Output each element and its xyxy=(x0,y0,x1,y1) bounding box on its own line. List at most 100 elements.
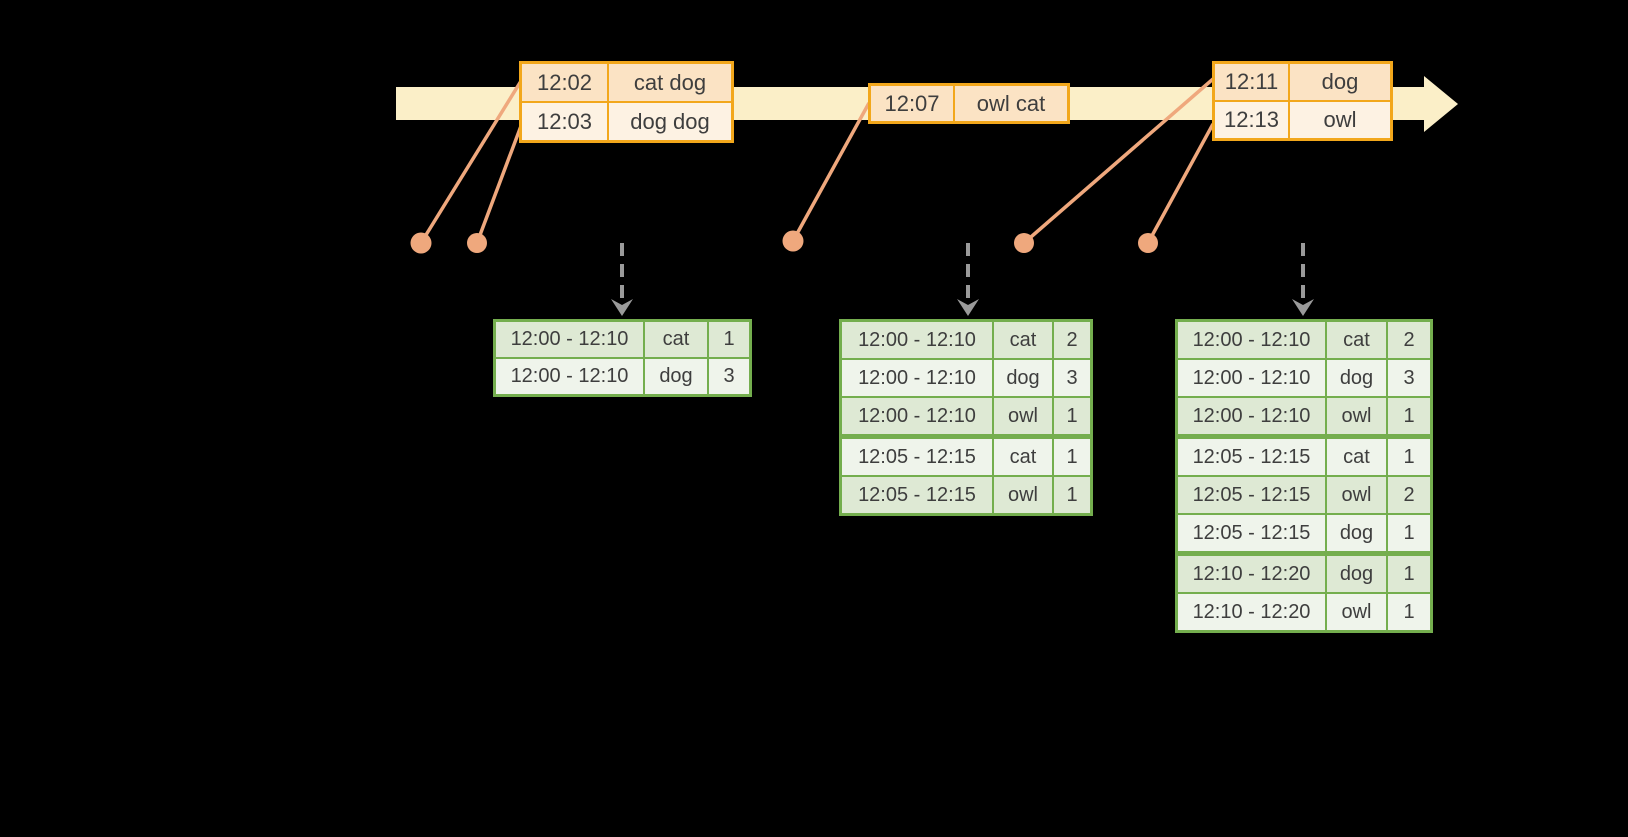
result-count-cell: 1 xyxy=(1054,439,1090,475)
event-words-cell: owl xyxy=(1290,102,1390,138)
result-row: 12:10 - 12:20 owl 1 xyxy=(1178,594,1430,630)
result-word-cell: owl xyxy=(994,477,1052,513)
result-row: 12:10 - 12:20 dog 1 xyxy=(1178,556,1430,592)
result-count-cell: 3 xyxy=(1054,360,1090,396)
event-dot xyxy=(410,232,432,254)
event-words-cell: dog dog xyxy=(609,103,731,140)
result-word-cell: owl xyxy=(994,398,1052,434)
result-count-cell: 1 xyxy=(1388,594,1430,630)
result-row: 12:05 - 12:15 cat 1 xyxy=(1178,439,1430,475)
result-window-cell: 12:00 - 12:10 xyxy=(1178,360,1325,396)
result-word-cell: owl xyxy=(1327,594,1386,630)
event-words-cell: cat dog xyxy=(609,64,731,101)
result-count-cell: 2 xyxy=(1388,322,1430,358)
result-count-cell: 1 xyxy=(709,322,749,357)
trigger-arrow xyxy=(1292,243,1314,316)
result-window-cell: 12:00 - 12:10 xyxy=(496,359,643,394)
result-window-cell: 12:05 - 12:15 xyxy=(842,477,992,513)
event-row: 12:03 dog dog xyxy=(522,103,731,140)
event-row: 12:11 dog xyxy=(1215,64,1390,100)
result-word-cell: cat xyxy=(645,322,707,357)
result-row: 12:00 - 12:10 owl 1 xyxy=(1178,398,1430,434)
result-window-cell: 12:10 - 12:20 xyxy=(1178,556,1325,592)
event-table-12-07: 12:07 owl cat xyxy=(868,83,1070,124)
event-connector-line xyxy=(475,125,523,244)
event-time-cell: 12:03 xyxy=(522,103,607,140)
event-row: 12:13 owl xyxy=(1215,102,1390,138)
trigger-arrow xyxy=(611,243,633,316)
result-count-cell: 1 xyxy=(1388,398,1430,434)
result-row: 12:05 - 12:15 owl 2 xyxy=(1178,477,1430,513)
result-word-cell: dog xyxy=(645,359,707,394)
timeline-arrowhead-icon xyxy=(1424,76,1458,132)
event-dot xyxy=(467,233,487,253)
event-dot xyxy=(1014,233,1034,253)
result-window-cell: 12:00 - 12:10 xyxy=(496,322,643,357)
result-count-cell: 3 xyxy=(709,359,749,394)
result-count-cell: 1 xyxy=(1054,398,1090,434)
event-dot xyxy=(782,230,804,252)
result-count-cell: 1 xyxy=(1388,439,1430,475)
event-connector-line xyxy=(1146,123,1215,244)
event-words-cell: owl cat xyxy=(955,86,1067,121)
result-word-cell: dog xyxy=(994,360,1052,396)
event-connector-line xyxy=(419,80,523,244)
result-window-cell: 12:10 - 12:20 xyxy=(1178,594,1325,630)
event-table-12-02: 12:02 cat dog 12:03 dog dog xyxy=(519,61,734,143)
result-row: 12:05 - 12:15 owl 1 xyxy=(842,477,1090,513)
result-row: 12:00 - 12:10 cat 2 xyxy=(1178,322,1430,358)
event-dots xyxy=(410,230,1158,254)
result-word-cell: cat xyxy=(994,322,1052,358)
event-row: 12:07 owl cat xyxy=(871,86,1067,121)
event-connectors xyxy=(419,77,1215,245)
arrow-down-icon xyxy=(1292,299,1314,316)
arrow-down-icon xyxy=(611,299,633,316)
result-count-cell: 3 xyxy=(1388,360,1430,396)
result-table-2: 12:00 - 12:10 cat 2 12:00 - 12:10 dog 3 … xyxy=(839,319,1093,516)
event-words-cell: dog xyxy=(1290,64,1390,100)
result-word-cell: owl xyxy=(1327,398,1386,434)
result-window-cell: 12:00 - 12:10 xyxy=(842,322,992,358)
result-row: 12:05 - 12:15 dog 1 xyxy=(1178,515,1430,551)
result-row: 12:00 - 12:10 owl 1 xyxy=(842,398,1090,434)
result-word-cell: dog xyxy=(1327,556,1386,592)
event-time-cell: 12:13 xyxy=(1215,102,1288,138)
trigger-arrows xyxy=(611,243,1314,316)
result-window-cell: 12:00 - 12:10 xyxy=(842,360,992,396)
result-row: 12:05 - 12:15 cat 1 xyxy=(842,439,1090,475)
trigger-arrow xyxy=(957,243,979,316)
result-window-cell: 12:05 - 12:15 xyxy=(1178,439,1325,475)
result-word-cell: cat xyxy=(1327,439,1386,475)
event-time-cell: 12:02 xyxy=(522,64,607,101)
arrow-down-icon xyxy=(957,299,979,316)
result-window-cell: 12:00 - 12:10 xyxy=(1178,322,1325,358)
result-count-cell: 1 xyxy=(1388,556,1430,592)
result-word-cell: cat xyxy=(994,439,1052,475)
event-row: 12:02 cat dog xyxy=(522,64,731,101)
result-table-3: 12:00 - 12:10 cat 2 12:00 - 12:10 dog 3 … xyxy=(1175,319,1433,633)
result-row: 12:00 - 12:10 dog 3 xyxy=(842,360,1090,396)
result-window-cell: 12:00 - 12:10 xyxy=(842,398,992,434)
result-word-cell: cat xyxy=(1327,322,1386,358)
result-word-cell: dog xyxy=(1327,515,1386,551)
result-count-cell: 1 xyxy=(1388,515,1430,551)
result-window-cell: 12:05 - 12:15 xyxy=(1178,515,1325,551)
event-connector-line xyxy=(791,102,871,242)
result-row: 12:00 - 12:10 dog 3 xyxy=(1178,360,1430,396)
result-count-cell: 2 xyxy=(1054,322,1090,358)
result-count-cell: 2 xyxy=(1388,477,1430,513)
event-table-12-11: 12:11 dog 12:13 owl xyxy=(1212,61,1393,141)
event-time-cell: 12:07 xyxy=(871,86,953,121)
result-row: 12:00 - 12:10 cat 2 xyxy=(842,322,1090,358)
event-dot xyxy=(1138,233,1158,253)
result-word-cell: owl xyxy=(1327,477,1386,513)
event-connector-line xyxy=(1022,77,1215,245)
result-table-1: 12:00 - 12:10 cat 1 12:00 - 12:10 dog 3 xyxy=(493,319,752,397)
result-window-cell: 12:05 - 12:15 xyxy=(1178,477,1325,513)
event-time-cell: 12:11 xyxy=(1215,64,1288,100)
result-count-cell: 1 xyxy=(1054,477,1090,513)
result-word-cell: dog xyxy=(1327,360,1386,396)
result-window-cell: 12:05 - 12:15 xyxy=(842,439,992,475)
result-row: 12:00 - 12:10 cat 1 xyxy=(496,322,749,357)
